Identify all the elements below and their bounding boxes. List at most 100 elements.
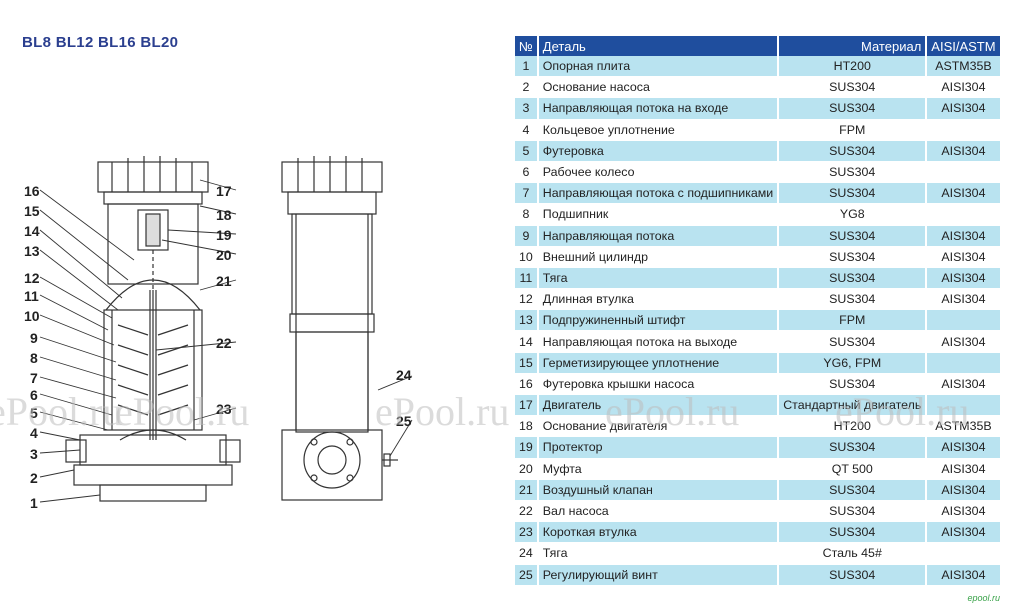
part-name: Кольцевое уплотнение: [538, 119, 780, 141]
part-name: Муфта: [538, 458, 780, 480]
part-name: Вал насоса: [538, 500, 780, 523]
part-number: 24: [515, 543, 539, 565]
part-name: Направляющая потока: [538, 225, 780, 247]
callout-19: 19: [216, 227, 232, 243]
part-name: Длинная втулка: [538, 289, 780, 311]
part-material: SUS304: [779, 183, 928, 205]
part-number: 8: [515, 204, 539, 226]
callout-23: 23: [216, 401, 232, 417]
part-aisi: AISI304: [927, 522, 1000, 544]
part-material: FPM: [779, 310, 928, 332]
part-aisi: AISI304: [927, 458, 1000, 480]
callout-5: 5: [30, 405, 38, 421]
part-number: 5: [515, 140, 539, 162]
part-name: Подпружиненный штифт: [538, 310, 780, 332]
header-number: №: [515, 36, 539, 56]
table-header-row: № Деталь Материал AISI/ASTM: [515, 36, 1000, 56]
callout-24: 24: [396, 367, 412, 383]
part-number: 13: [515, 310, 539, 332]
callout-22: 22: [216, 335, 232, 351]
part-aisi: [927, 395, 1000, 417]
callout-16: 16: [24, 183, 40, 199]
pump-cross-section-drawing: 16 15 14 13 12 11 10 9 8 7 6 5 4 3 2 1 1…: [24, 156, 413, 511]
part-number: 4: [515, 119, 539, 141]
part-aisi: ASTM35B: [927, 416, 1000, 438]
header-material: Материал: [779, 36, 928, 56]
part-aisi: AISI304: [927, 267, 1000, 290]
part-material: SUS304: [779, 98, 928, 120]
part-aisi: [927, 119, 1000, 141]
part-material: SUS304: [779, 77, 928, 99]
part-aisi: AISI304: [927, 437, 1000, 459]
part-name: Направляющая потока на входе: [538, 98, 780, 120]
part-material: SUS304: [779, 564, 928, 586]
part-material: SUS304: [779, 289, 928, 311]
part-name: Футеровка крышки насоса: [538, 373, 780, 395]
callout-13: 13: [24, 243, 40, 259]
part-number: 14: [515, 331, 539, 353]
callout-3: 3: [30, 446, 38, 462]
part-number: 1: [515, 56, 539, 78]
part-name: Тяга: [538, 267, 780, 290]
header-aisi-astm: AISI/ASTM: [927, 36, 1000, 56]
part-name: Направляющая потока с подшипниками: [538, 183, 780, 205]
part-number: 11: [515, 267, 539, 290]
part-number: 2: [515, 77, 539, 99]
page-title: BL8 BL12 BL16 BL20: [22, 34, 179, 51]
callout-12: 12: [24, 270, 40, 286]
part-material: SUS304: [779, 479, 928, 501]
callout-14: 14: [24, 223, 40, 239]
part-number: 20: [515, 458, 539, 480]
part-name: Герметизирующее уплотнение: [538, 352, 780, 374]
part-number: 6: [515, 161, 539, 184]
callout-25: 25: [396, 413, 412, 429]
part-name: Опорная плита: [538, 56, 780, 78]
part-number: 19: [515, 437, 539, 459]
callout-4: 4: [30, 425, 38, 441]
part-name: Протектор: [538, 437, 780, 459]
part-number: 12: [515, 289, 539, 311]
part-aisi: AISI304: [927, 564, 1000, 586]
part-material: HT200: [779, 56, 928, 78]
part-number: 21: [515, 479, 539, 501]
callout-17: 17: [216, 183, 232, 199]
callout-7: 7: [30, 370, 38, 386]
part-aisi: [927, 352, 1000, 374]
part-aisi: [927, 204, 1000, 226]
part-number: 15: [515, 352, 539, 374]
part-number: 25: [515, 564, 539, 586]
part-material: SUS304: [779, 522, 928, 544]
part-aisi: AISI304: [927, 373, 1000, 395]
part-name: Регулирующий винт: [538, 564, 780, 586]
part-aisi: [927, 310, 1000, 332]
callout-21: 21: [216, 273, 232, 289]
callout-10: 10: [24, 308, 40, 324]
part-material: SUS304: [779, 140, 928, 162]
part-name: Основание двигателя: [538, 416, 780, 438]
part-number: 23: [515, 522, 539, 544]
callout-8: 8: [30, 350, 38, 366]
part-aisi: AISI304: [927, 500, 1000, 523]
part-material: SUS304: [779, 267, 928, 290]
part-number: 16: [515, 373, 539, 395]
part-material: SUS304: [779, 225, 928, 247]
part-material: SUS304: [779, 437, 928, 459]
